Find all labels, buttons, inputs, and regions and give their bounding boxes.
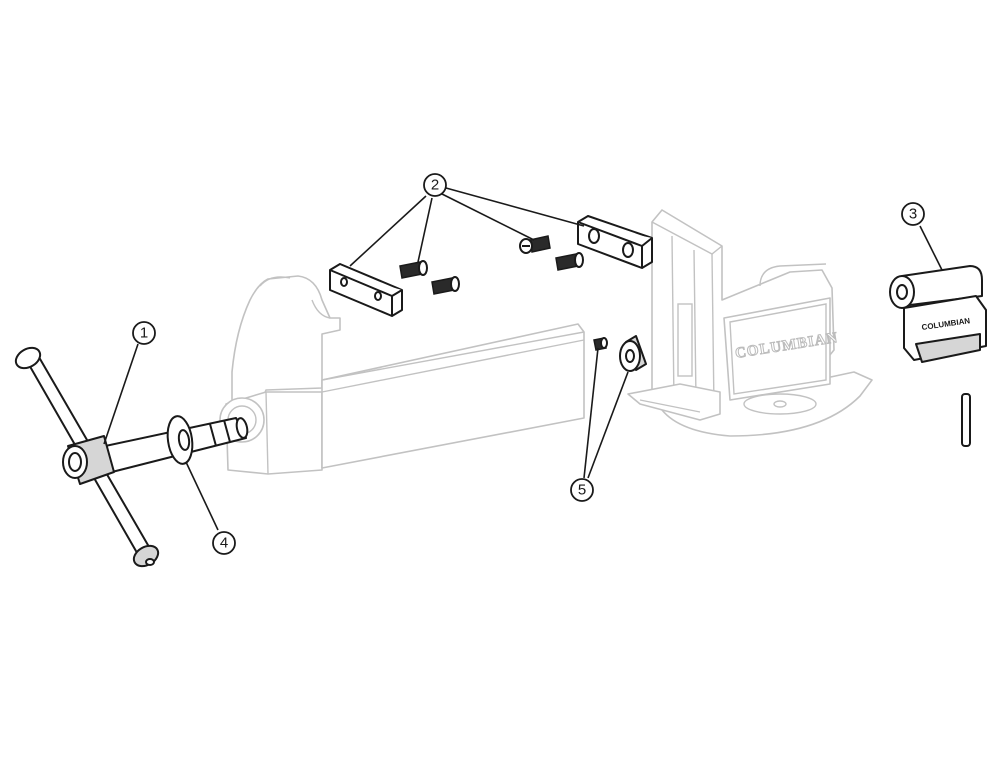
washer-part [166,415,194,465]
callout-3: 3 [901,202,925,226]
callout-4: 4 [212,531,236,555]
replacement-jaw-part: COLUMBIAN [889,265,987,447]
leader-lines [103,187,943,531]
callout-5-number: 5 [578,482,586,499]
callout-5: 5 [570,478,594,502]
callout-2-number: 2 [431,177,439,194]
callout-2: 2 [423,173,447,197]
jaw-plates-part [329,215,653,317]
callout-4-number: 4 [220,535,228,552]
callout-3-number: 3 [909,206,917,223]
handle-part [14,346,249,568]
callout-1: 1 [132,321,156,345]
jaw-screws-part [399,235,584,295]
vise-body-ghost: COLUMBIAN [219,209,873,475]
nut-part [593,335,647,372]
callout-1-number: 1 [140,325,148,342]
